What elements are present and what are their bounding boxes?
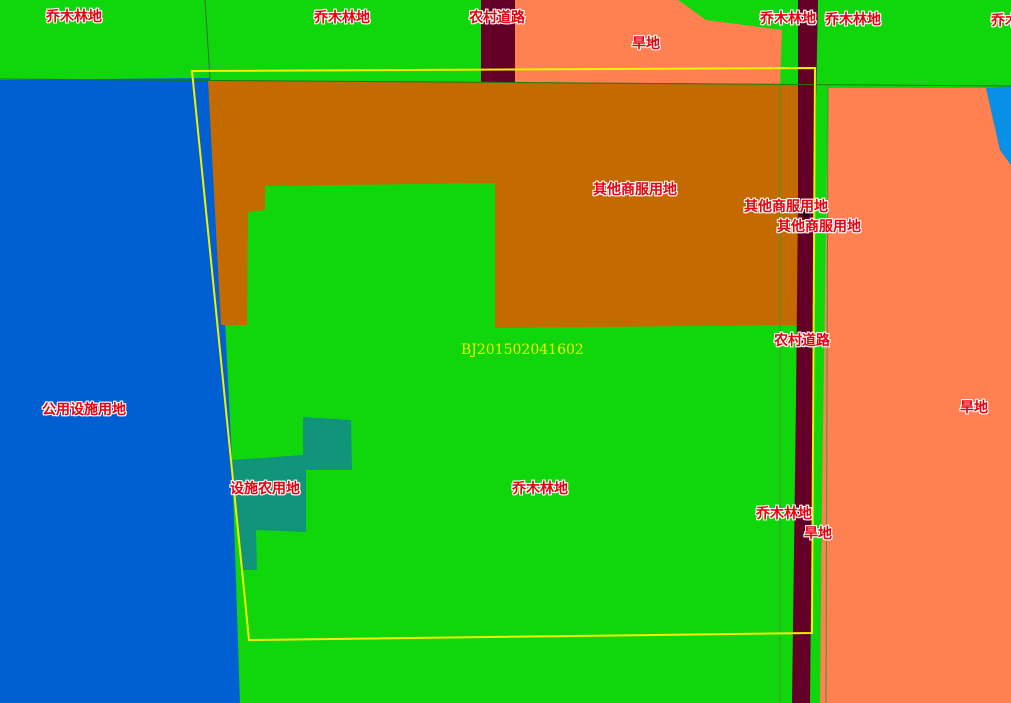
water-area-right xyxy=(986,86,1011,165)
label-forest-top-5: 乔木 xyxy=(991,13,1011,29)
label-commercial-1: 其他商服用地 xyxy=(593,182,677,198)
label-public-facility: 公用设施用地 xyxy=(42,402,126,418)
dry-land-top-area xyxy=(512,0,782,84)
dry-land-right-area xyxy=(820,88,1011,703)
label-forest-bottom-right: 乔木林地 xyxy=(756,506,812,522)
label-forest-top-2: 乔木林地 xyxy=(314,10,370,26)
label-dry-top: 旱地 xyxy=(632,36,660,52)
label-commercial-3: 其他商服用地 xyxy=(777,219,861,235)
parcel-code-label[interactable]: BJ201502041602 xyxy=(461,342,584,358)
label-forest-top-3: 乔木林地 xyxy=(760,11,816,27)
label-dry-right: 旱地 xyxy=(960,400,988,416)
label-forest-top-1: 乔木林地 xyxy=(46,9,102,25)
public-facility-area xyxy=(0,78,240,703)
label-commercial-2: 其他商服用地 xyxy=(744,199,828,215)
parcel-border-line xyxy=(204,0,211,79)
label-forest-center: 乔木林地 xyxy=(512,481,568,497)
label-dry-bottom: 旱地 xyxy=(804,526,832,542)
rural-road-vertical xyxy=(792,0,818,703)
parcel-border-line xyxy=(825,83,829,703)
label-forest-top-4: 乔木林地 xyxy=(825,12,881,28)
label-road-mid: 农村道路 xyxy=(774,333,830,349)
rural-road-top xyxy=(481,0,515,82)
label-facility-agri: 设施农用地 xyxy=(230,481,300,497)
parcel-boundary[interactable] xyxy=(190,66,817,642)
commercial-area xyxy=(208,80,798,328)
parcel-border-line xyxy=(0,78,1011,87)
label-road-top: 农村道路 xyxy=(469,10,525,26)
facility-agri-area xyxy=(232,417,352,570)
road-node-marker xyxy=(803,212,809,218)
